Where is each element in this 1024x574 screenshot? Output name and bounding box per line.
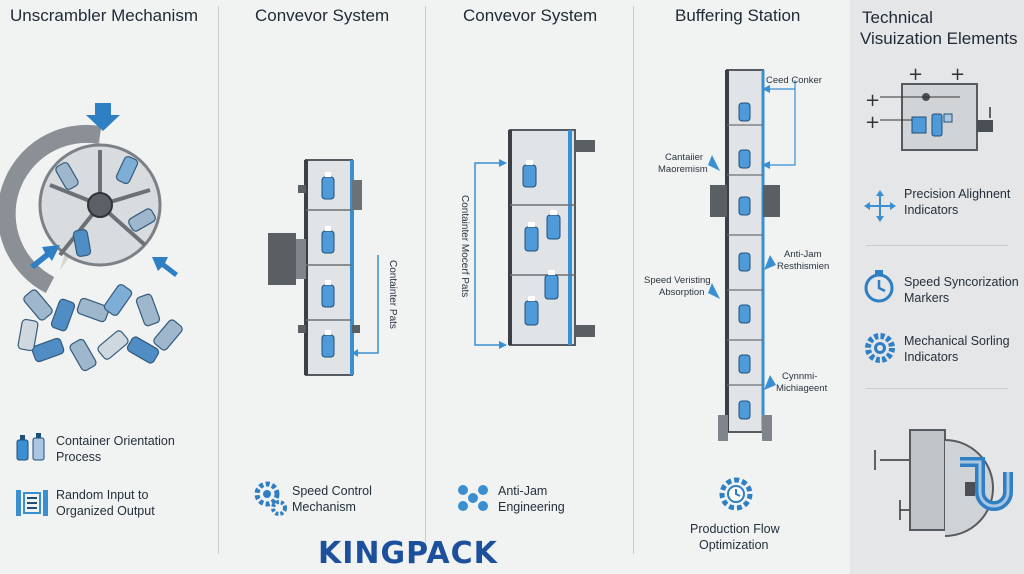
item-mechanical-line2: Indicators [904, 350, 959, 364]
divider-1 [218, 6, 219, 554]
item-precision-line2: Indicators [904, 203, 959, 217]
sorting-mechanism-illustration [874, 429, 1013, 537]
alignment-arrows-icon [864, 190, 896, 222]
kingpack-logo: KINGPACK [318, 536, 498, 571]
item-mechanical-line1: Mechanical Sorling [904, 334, 1010, 348]
gears-icon [254, 481, 287, 516]
feature-random-line1: Random Input to [56, 488, 149, 502]
feature-anti-jam-line2: Engineering [498, 500, 565, 514]
svg-text:+: + [950, 64, 965, 85]
buffering-illustration [708, 69, 796, 441]
callout-anti-jam-line2: Resthismien [777, 261, 830, 272]
item-speed-line1: Speed Syncorization [904, 275, 1019, 289]
gear-icon [865, 333, 895, 363]
feature-orientation-line1: Container Orientation [56, 434, 175, 448]
divider-2 [425, 6, 426, 554]
conveyor1-title: Convevor System [255, 6, 390, 25]
technical-title-line1: Technical [862, 8, 933, 27]
feature-anti-jam-line1: Anti-Jam [498, 484, 548, 498]
conveyor2-title: Convevor System [463, 6, 598, 25]
item-precision-line1: Precision Alighnent [904, 187, 1011, 201]
organize-icon [16, 490, 48, 516]
svg-text:+: + [908, 64, 923, 85]
feature-speed-control-line1: Speed Control [292, 484, 372, 498]
anti-jam-icon [458, 485, 488, 511]
conveyor2-illustration [474, 129, 595, 349]
callout-anti-jam-line1: Anti-Jam [784, 249, 822, 260]
unscrambler-title: Unscrambler Mechanism [10, 6, 198, 25]
feature-production-line1: Production Flow [690, 522, 780, 536]
item-speed-line2: Markers [904, 291, 950, 305]
feature-orientation-line2: Process [56, 450, 102, 464]
conveyor2-path-label: Containter Mocerf Pats [459, 195, 470, 298]
technical-schematic: + + + + [865, 64, 993, 151]
svg-text:+: + [865, 90, 880, 111]
callout-speed-line2: Absorption [659, 287, 705, 298]
callout-dynamic-line2: Michiageent [776, 383, 828, 394]
divider-3 [633, 6, 634, 554]
callout-ceed-conker: Ceed Conker [766, 75, 822, 86]
technical-title-line2: Visuization Elements [860, 29, 1018, 48]
technical-divider-2 [866, 388, 1008, 389]
feature-speed-control-line2: Mechanism [292, 500, 356, 514]
conveyor1-path-label: Containter Pats [387, 260, 398, 329]
conveyor1-illustration [268, 159, 379, 376]
technical-divider-1 [866, 245, 1008, 246]
callout-speed-line1: Speed Veristing [644, 275, 711, 286]
bottles-icon [16, 433, 45, 461]
callout-container-line2: Maoremism [658, 164, 708, 175]
stopwatch-icon [864, 270, 894, 303]
clock-gear-icon [719, 477, 753, 511]
unscrambler-illustration [0, 103, 183, 372]
buffering-title: Buffering Station [675, 6, 801, 25]
feature-random-line2: Organized Output [56, 504, 155, 518]
feature-production-line2: Optimization [699, 538, 769, 552]
svg-text:+: + [865, 112, 880, 133]
callout-container-line1: Cantaiier [665, 152, 704, 163]
callout-dynamic-line1: Cynnmi- [782, 371, 818, 382]
